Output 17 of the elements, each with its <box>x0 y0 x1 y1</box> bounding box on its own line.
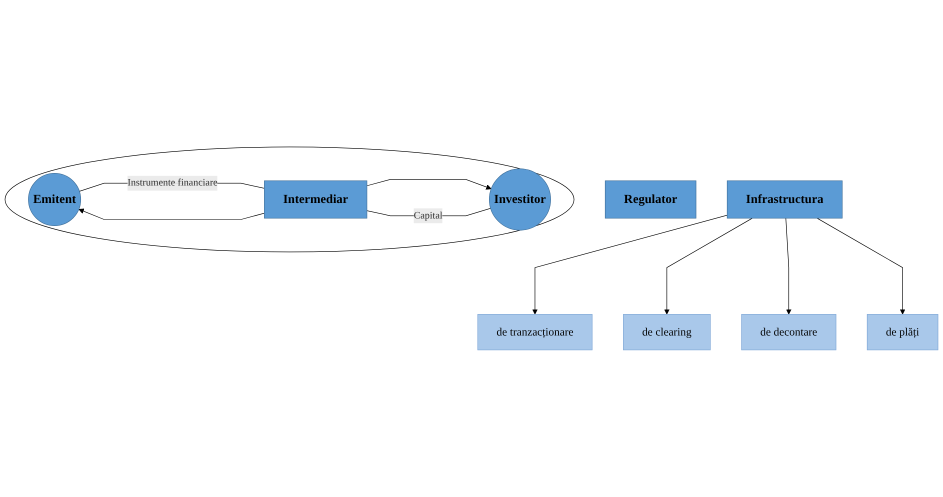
node-box: Regulator <box>604 180 696 219</box>
arrow <box>366 179 492 190</box>
edge-label: Instrumente financiare <box>128 178 218 188</box>
arrow <box>532 214 728 315</box>
arrow <box>78 208 265 220</box>
node-circle: Investitor <box>489 168 551 231</box>
node-box: de decontare <box>741 314 836 350</box>
arrow <box>664 218 753 315</box>
node-circle: Emitent <box>28 173 82 226</box>
node-box: Infrastructura <box>726 180 843 219</box>
node-box: de clearing <box>623 314 711 350</box>
node-box: de tranzacționare <box>477 314 592 350</box>
arrow <box>816 218 906 315</box>
node-box: Intermediar <box>264 180 368 219</box>
edge-label: Capital <box>414 210 443 221</box>
node-box: de plăți <box>866 314 938 350</box>
arrow <box>786 218 792 315</box>
